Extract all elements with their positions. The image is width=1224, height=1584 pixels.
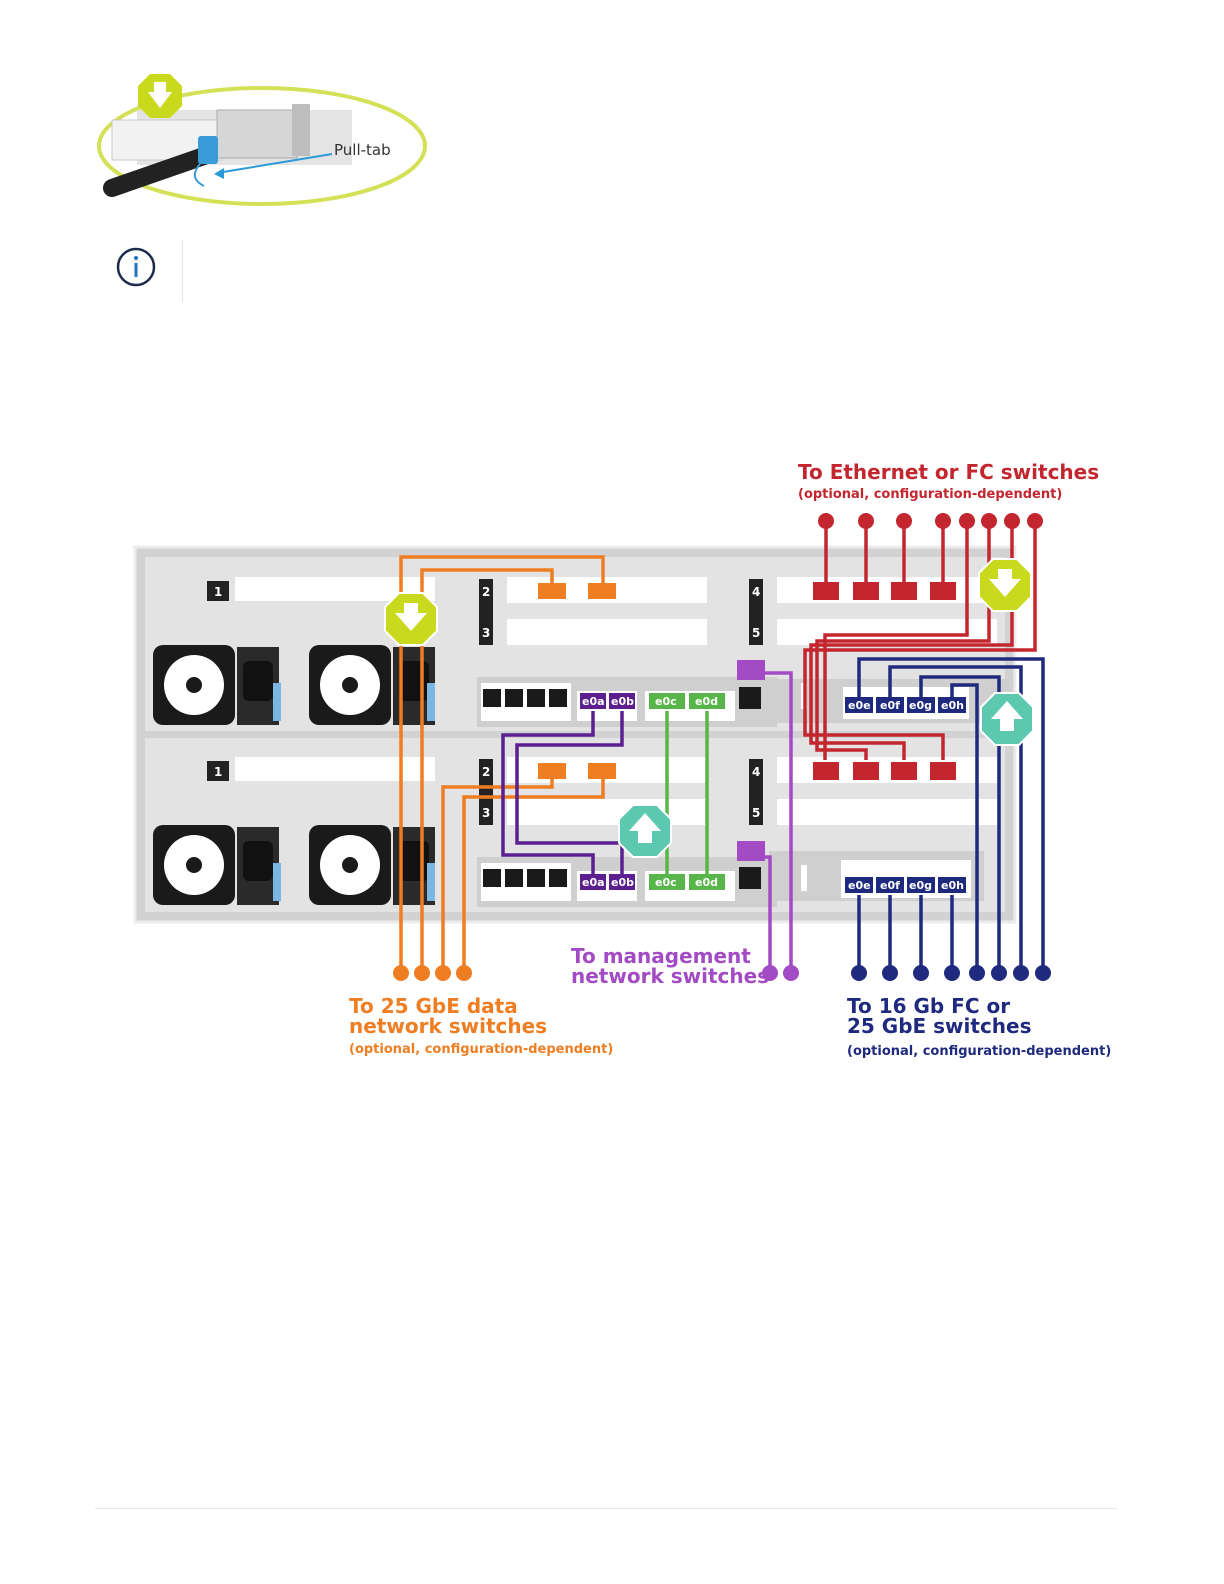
port-e0d-top: e0d <box>695 695 718 708</box>
fc-16gb-plugs <box>851 965 1051 981</box>
pull-tab-illustration: Pull-tab <box>92 68 432 213</box>
port-e0a-bottom: e0a <box>582 876 605 889</box>
port-e0g-top: e0g <box>909 699 932 712</box>
slot-3-top: 3 <box>482 626 490 640</box>
port-e0e-bottom: e0e <box>848 879 871 892</box>
management-title-2: network switches <box>571 964 769 988</box>
port-e0a-top: e0a <box>582 695 605 708</box>
ethernet-fc-cables <box>803 521 1037 760</box>
data-25gbe-title-1: To 25 GbE data <box>349 994 518 1018</box>
slot-4-top: 4 <box>752 585 760 599</box>
fan-top-right <box>309 645 391 725</box>
fc-16gb-title-1: To 16 Gb FC or <box>847 994 1010 1018</box>
data-25gbe-title-2: network switches <box>349 1014 547 1038</box>
slot-4-bottom: 4 <box>752 765 760 779</box>
port-e0b-bottom: e0b <box>611 876 634 889</box>
management-title-1: To management <box>571 944 751 968</box>
footer-divider <box>95 1508 1117 1509</box>
port-e0g-bottom: e0g <box>909 879 932 892</box>
port-e0f-bottom: e0f <box>880 879 900 892</box>
push-up-icon <box>618 804 672 858</box>
port-e0b-top: e0b <box>611 695 634 708</box>
data-25gbe-plugs <box>393 583 616 981</box>
slot-2-top: 2 <box>482 585 490 599</box>
cabling-diagram: To Ethernet or FC switches (optional, co… <box>125 455 1125 1070</box>
slot-5-bottom: 5 <box>752 806 760 820</box>
management-plugs <box>762 965 799 981</box>
ethernet-fc-plugs <box>813 513 1043 780</box>
pull-down-icon <box>384 592 438 646</box>
management-cables <box>765 671 793 971</box>
note-callout <box>115 240 195 302</box>
push-up-icon <box>980 692 1034 746</box>
ethernet-fc-title: To Ethernet or FC switches <box>798 460 1099 484</box>
slot-5-top: 5 <box>752 626 760 640</box>
ethernet-fc-subtitle: (optional, configuration-dependent) <box>798 487 1062 502</box>
port-e0h-top: e0h <box>941 699 964 712</box>
port-e0c-bottom: e0c <box>655 876 677 889</box>
port-e0d-bottom: e0d <box>695 876 718 889</box>
port-e0f-top: e0f <box>880 699 900 712</box>
fan-top-left <box>153 645 235 725</box>
fc-16gb-title-2: 25 GbE switches <box>847 1014 1032 1038</box>
slot-1-bottom: 1 <box>214 765 222 779</box>
port-e0c-top: e0c <box>655 695 677 708</box>
pull-tab-label: Pull-tab <box>334 141 391 159</box>
cluster-cables <box>501 711 624 875</box>
fc-16gb-cables <box>857 657 1045 971</box>
slot-3-bottom: 3 <box>482 806 490 820</box>
port-e0e-top: e0e <box>848 699 871 712</box>
pull-down-icon <box>138 74 182 118</box>
pull-down-icon <box>978 558 1032 612</box>
fan-bottom-left <box>153 825 235 905</box>
slot-2-bottom: 2 <box>482 765 490 779</box>
port-e0h-bottom: e0h <box>941 879 964 892</box>
slot-1-top: 1 <box>214 585 222 599</box>
data-25gbe-subtitle: (optional, configuration-dependent) <box>349 1042 613 1057</box>
fan-bottom-right <box>309 825 391 905</box>
fc-16gb-subtitle: (optional, configuration-dependent) <box>847 1044 1111 1059</box>
info-circle-icon <box>116 247 156 287</box>
